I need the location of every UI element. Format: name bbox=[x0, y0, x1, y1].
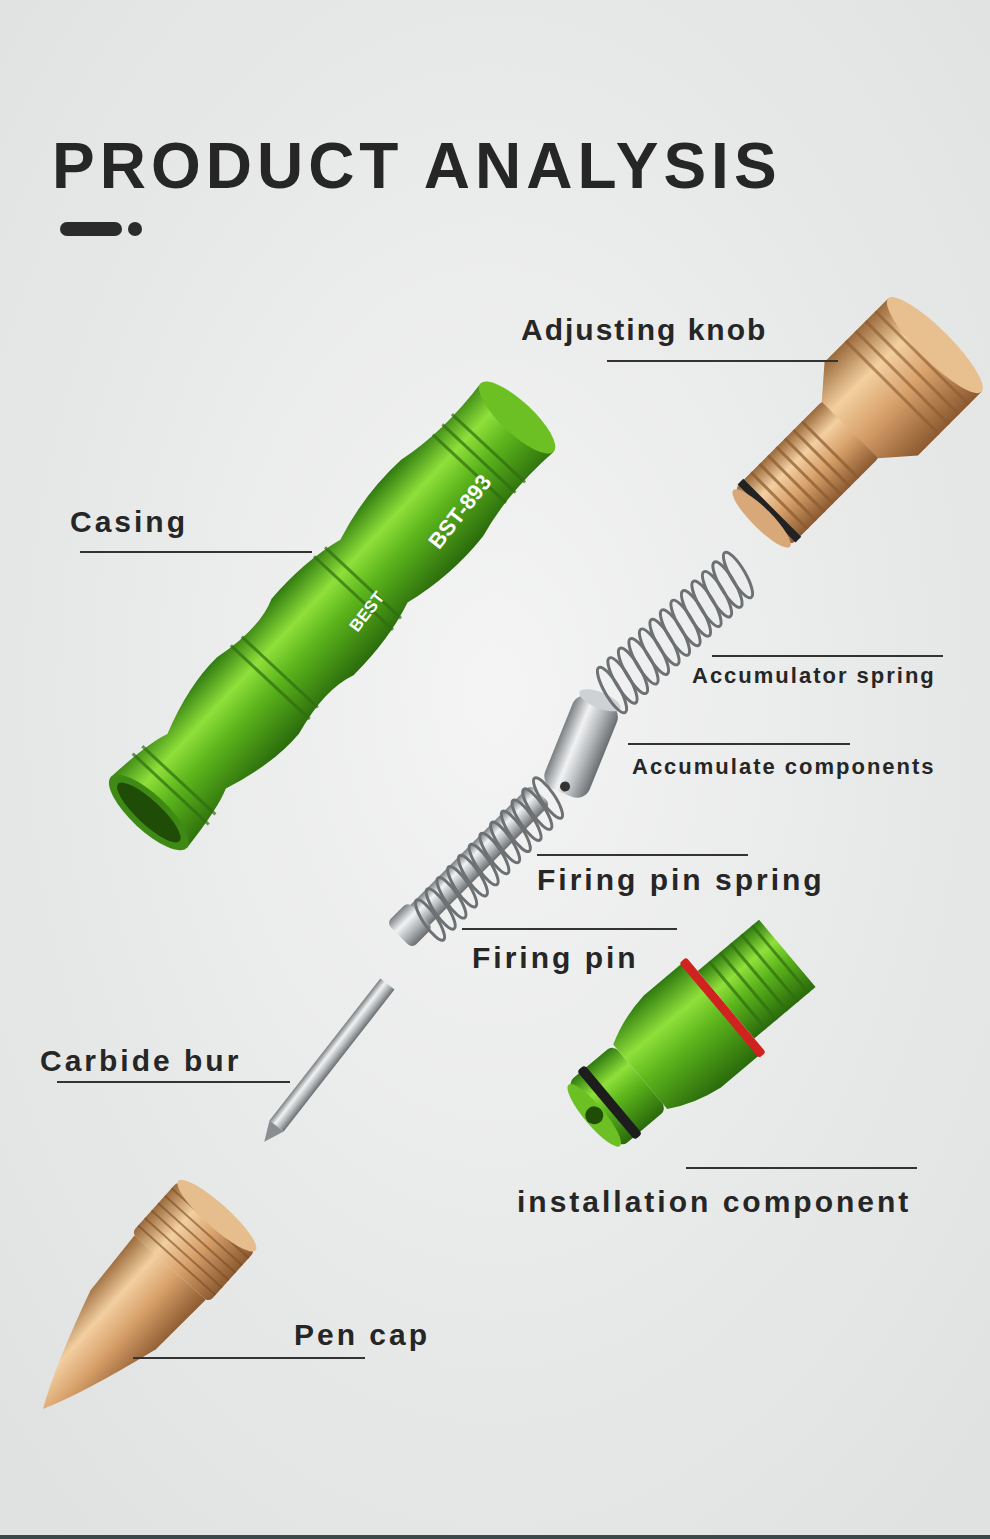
title-dot bbox=[128, 222, 142, 236]
title-dash bbox=[60, 222, 122, 236]
leader-lines bbox=[57, 361, 943, 1358]
part-label: Pen cap bbox=[294, 1317, 430, 1353]
part-label: Firing pin spring bbox=[537, 862, 825, 898]
casing-part bbox=[95, 367, 570, 864]
part-label: Adjusting knob bbox=[521, 312, 767, 348]
pen-cap-part bbox=[4, 1172, 263, 1444]
part-label: Accumulator spring bbox=[692, 663, 936, 689]
spring-coil bbox=[411, 896, 449, 943]
part-label: Casing bbox=[70, 504, 188, 540]
part-label: Firing pin bbox=[472, 940, 639, 976]
spring-coil bbox=[593, 664, 632, 716]
part-label: installation component bbox=[517, 1184, 911, 1220]
part-label: Carbide bur bbox=[40, 1043, 241, 1079]
bottom-band bbox=[0, 1535, 990, 1539]
part-label: Accumulate components bbox=[632, 754, 936, 780]
page-title: PRODUCT ANALYSIS bbox=[52, 128, 782, 204]
